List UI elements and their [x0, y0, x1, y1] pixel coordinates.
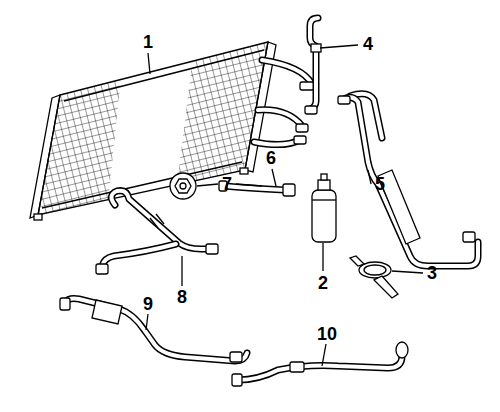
- callout-number: 10: [315, 324, 339, 344]
- line-5: [338, 94, 478, 266]
- callout-number: 6: [264, 148, 278, 168]
- pressure-switch: [170, 173, 196, 199]
- condenser-piping: [254, 60, 314, 145]
- callout-number: 3: [425, 263, 439, 283]
- hose-4: [305, 18, 321, 114]
- line-8: [96, 191, 218, 274]
- hose-10: [232, 342, 408, 386]
- callout-number: 7: [220, 174, 234, 194]
- drier-bracket: [350, 256, 398, 298]
- callout-number: 4: [361, 34, 375, 54]
- callout-number: 9: [141, 294, 155, 314]
- hose-9: [60, 298, 247, 362]
- leader-lines: [146, 45, 423, 366]
- callout-number: 1: [141, 32, 155, 52]
- callout-number: 5: [373, 174, 387, 194]
- callout-number: 2: [316, 273, 330, 293]
- condenser: [30, 20, 280, 240]
- receiver-drier: [312, 174, 336, 242]
- callout-number: 8: [175, 287, 189, 307]
